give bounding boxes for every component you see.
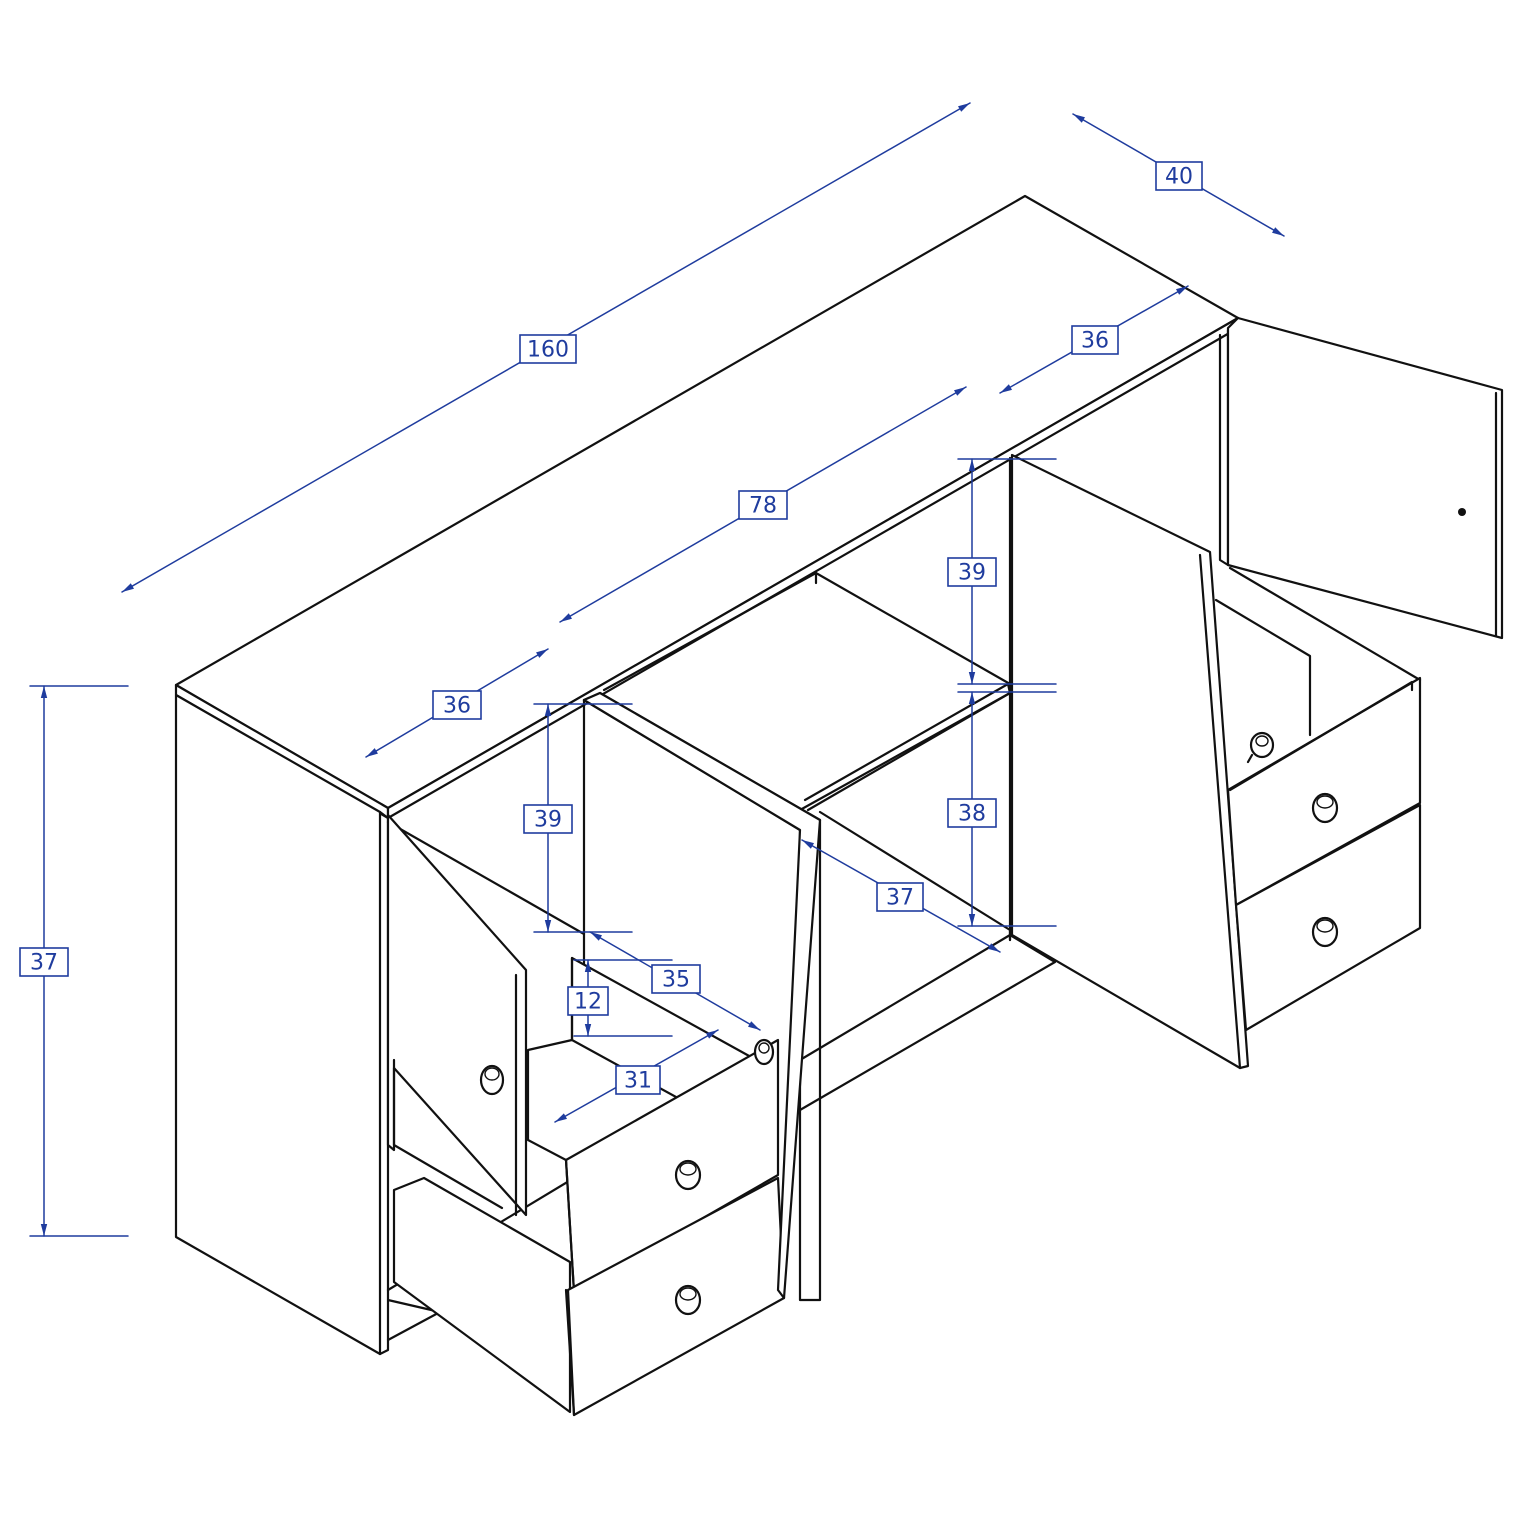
dimension-value-drawer-depth: 35 — [662, 968, 690, 993]
dimension-value-left-cabinet-width: 36 — [443, 694, 471, 719]
right-cabinet-shelf — [1228, 566, 1422, 682]
left-lower-drawer-knob-icon — [674, 1284, 702, 1316]
left-door-knob-icon — [479, 1064, 505, 1096]
dimension-left-upper-height: 39 — [523, 703, 633, 933]
sideboard-outline — [174, 194, 1504, 1417]
dimension-label-box — [523, 804, 573, 834]
right-cabinet-front-post — [1218, 328, 1230, 567]
dimension-right-cabinet-width: 36 — [999, 285, 1189, 394]
left-lower-drawer-front-edge — [564, 1288, 576, 1417]
dimension-label-box — [876, 882, 924, 912]
dimension-value-depth: 40 — [1165, 165, 1193, 190]
right-upper-drawer-side — [1228, 680, 1414, 792]
dimension-value-right-cabinet-width: 36 — [1081, 329, 1109, 354]
dimension-drawer-width: 31 — [554, 1029, 719, 1123]
dimension-total-width: 160 — [121, 102, 971, 593]
dimension-value-middle-upper-height: 39 — [958, 561, 986, 586]
dimension-label-box — [947, 557, 997, 587]
right-cabinet-interior — [1214, 598, 1312, 737]
middle-lower-back — [818, 810, 1012, 942]
dimension-label-box — [947, 798, 997, 828]
dimension-label-box — [519, 334, 577, 364]
middle-bottom — [798, 933, 1057, 1112]
right-door-open — [1226, 316, 1504, 640]
right-door-hinge-hole-icon — [1458, 508, 1466, 516]
left-upper-drawer-knob-icon — [674, 1159, 702, 1191]
dimension-value-drawer-width: 31 — [624, 1069, 652, 1094]
right-upper-drawer-knob-icon — [1311, 792, 1339, 824]
dimension-depth: 40 — [1072, 113, 1285, 237]
dimension-label-box — [432, 690, 482, 720]
dimension-value-middle-section-width: 78 — [749, 494, 777, 519]
dimension-value-shelf-depth: 37 — [886, 886, 914, 911]
left-door-open — [386, 813, 528, 1217]
left-upper-drawer-front-edge — [564, 1158, 576, 1294]
dimension-value-drawer-height: 12 — [574, 990, 602, 1015]
dimension-middle-lower-height: 38 — [947, 691, 1057, 927]
left-door-panel — [392, 1058, 504, 1210]
left-side-panel — [174, 693, 382, 1356]
left-lower-drawer-box — [392, 1176, 572, 1414]
dimension-value-middle-lower-height: 38 — [958, 802, 986, 827]
dimension-label-box — [1155, 161, 1203, 191]
dimension-label-box — [738, 490, 788, 520]
dimension-total-height: 37 — [19, 685, 129, 1237]
dimension-shelf-depth: 37 — [801, 839, 1001, 953]
dimension-label-box — [19, 947, 69, 977]
dimension-middle-section-width: 78 — [559, 386, 967, 623]
center-left-door — [582, 691, 822, 1300]
dimension-value-left-upper-height: 39 — [534, 808, 562, 833]
left-drawer-back-knob-icon — [753, 1038, 775, 1066]
dimension-drawer-height: 12 — [567, 959, 673, 1037]
dimension-middle-upper-height: 39 — [947, 458, 1057, 685]
dimension-label-box — [567, 986, 609, 1016]
dimension-value-total-height: 37 — [30, 951, 58, 976]
left-cabinet-front-post — [378, 810, 390, 1356]
right-drawer-back-knob-icon — [1246, 731, 1275, 764]
dimension-label-box — [651, 964, 701, 994]
dimension-drawer-depth: 35 — [589, 931, 761, 1031]
dimension-annotations: 160 40 36 78 36 37 39 38 39 37 35 12 31 — [19, 102, 1285, 1237]
dimension-label-box — [1071, 325, 1119, 355]
dimension-label-box — [615, 1065, 661, 1095]
dimension-left-cabinet-width: 36 — [365, 648, 549, 758]
right-lower-drawer-knob-icon — [1311, 916, 1339, 948]
dimension-value-total-width: 160 — [527, 338, 569, 363]
center-right-door — [1010, 453, 1250, 1070]
center-right-door-edge — [1198, 553, 1242, 1070]
left-upper-drawer-inner — [570, 956, 720, 1122]
